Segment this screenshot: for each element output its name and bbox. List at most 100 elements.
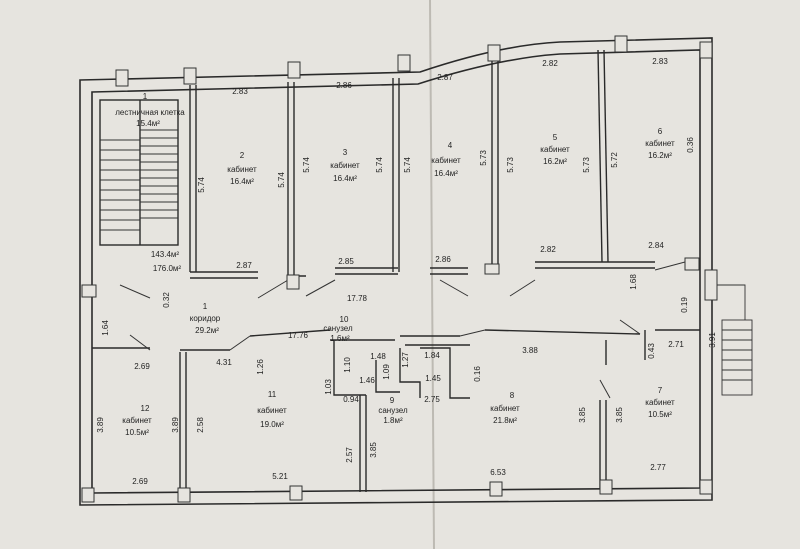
dimension-label: 1.27 xyxy=(401,352,410,368)
total-area: 176.0м² xyxy=(153,264,182,273)
dimension-label: 5.74 xyxy=(302,157,311,173)
dimension-label: 2.83 xyxy=(232,87,248,96)
room-area: 16.2м² xyxy=(543,157,567,166)
dimension-label: 2.86 xyxy=(336,81,352,90)
dimension-label: 3.85 xyxy=(369,442,378,458)
room-number: 5 xyxy=(553,133,558,142)
room-number: 1 xyxy=(143,92,148,101)
dimension-label: 1.09 xyxy=(382,364,391,380)
room-number: 12 xyxy=(141,404,150,413)
room-area: 21.8м² xyxy=(493,416,517,425)
dimension-label: 1.46 xyxy=(359,376,375,385)
room-labels: 1 лестничная клетка 15.4м² 2 кабинет 16.… xyxy=(115,92,675,437)
dimension-label: 2.85 xyxy=(338,257,354,266)
room-number: 9 xyxy=(390,396,395,405)
dimension-label: 3.89 xyxy=(171,417,180,433)
room-area: 15.4м² xyxy=(136,119,160,128)
dimension-label: 5.73 xyxy=(479,150,488,166)
vertical-dimensions: 5.74 5.74 5.74 5.74 5.74 5.73 5.73 5.73 … xyxy=(96,137,717,463)
room-area: 16.4м² xyxy=(333,174,357,183)
room-number: 1 xyxy=(203,302,208,311)
dimension-label: 1.03 xyxy=(324,379,333,395)
dimension-label: 2.86 xyxy=(435,255,451,264)
room-name: кабинет xyxy=(490,404,520,413)
room-number: 6 xyxy=(658,127,663,136)
room-name: кабинет xyxy=(330,161,360,170)
room-area: 16.2м² xyxy=(648,151,672,160)
dimension-label: 3.89 xyxy=(96,417,105,433)
horizontal-dimensions: 2.83 2.86 2.87 2.82 2.83 2.87 2.85 2.86 … xyxy=(132,57,684,486)
dimension-label: 3.91 xyxy=(708,332,717,348)
dimension-label: 17.76 xyxy=(288,331,309,340)
dimension-label: 5.74 xyxy=(197,177,206,193)
room-name: кабинет xyxy=(645,398,675,407)
outer-walls xyxy=(79,37,713,506)
room-area: 10.5м² xyxy=(125,428,149,437)
dimension-label: 4.31 xyxy=(216,358,232,367)
dimension-label: 0.36 xyxy=(686,137,695,153)
dimension-label: 0.32 xyxy=(162,292,171,308)
dimension-label: 1.45 xyxy=(425,374,441,383)
room-number: 7 xyxy=(658,386,663,395)
dimension-label: 5.74 xyxy=(277,172,286,188)
dimension-label: 5.73 xyxy=(506,157,515,173)
dimension-label: 17.78 xyxy=(347,294,368,303)
dimension-label: 2.69 xyxy=(132,477,148,486)
dimension-label: 3.88 xyxy=(522,346,538,355)
interior-walls xyxy=(92,49,700,492)
dimension-label: 2.87 xyxy=(236,261,252,270)
room-number: 8 xyxy=(510,391,515,400)
room-number: 4 xyxy=(448,141,453,150)
room-name: кабинет xyxy=(431,156,461,165)
room-name: лестничная клетка xyxy=(115,108,185,117)
dimension-label: 0.43 xyxy=(647,343,656,359)
room-name: кабинет xyxy=(122,416,152,425)
dimension-label: 5.72 xyxy=(610,152,619,168)
room-area: 10.5м² xyxy=(648,410,672,419)
door-swings xyxy=(119,261,686,399)
total-area: 143.4м² xyxy=(151,250,180,259)
dimension-label: 1.84 xyxy=(424,351,440,360)
dimension-label: 3.85 xyxy=(578,407,587,423)
room-name: кабинет xyxy=(257,406,287,415)
dimension-label: 1.64 xyxy=(101,320,110,336)
dimension-label: 2.57 xyxy=(345,447,354,463)
room-name: санузел xyxy=(323,324,353,333)
dimension-label: 5.74 xyxy=(375,157,384,173)
dimension-label: 1.10 xyxy=(343,357,352,373)
dimension-label: 2.82 xyxy=(542,59,558,68)
dimension-label: 2.83 xyxy=(652,57,668,66)
dimension-label: 0.19 xyxy=(680,297,689,313)
room-name: кабинет xyxy=(227,165,257,174)
room-name: кабинет xyxy=(645,139,675,148)
room-area: 16.4м² xyxy=(230,177,254,186)
room-area: 19.0м² xyxy=(260,420,284,429)
dimension-label: 3.85 xyxy=(615,407,624,423)
dimension-label: 0.94 xyxy=(343,395,359,404)
dimension-label: 2.71 xyxy=(668,340,684,349)
room-name: коридор xyxy=(190,314,221,323)
dimension-label: 0.16 xyxy=(473,366,482,382)
dimension-label: 1.48 xyxy=(370,352,386,361)
room-name: санузел xyxy=(378,406,408,415)
room-name: кабинет xyxy=(540,145,570,154)
room-number: 10 xyxy=(340,315,349,324)
window-markers xyxy=(81,35,718,503)
exterior-steps xyxy=(712,284,753,396)
dimension-label: 2.69 xyxy=(134,362,150,371)
dimension-label: 2.58 xyxy=(196,417,205,433)
room-number: 2 xyxy=(240,151,245,160)
dimension-label: 2.82 xyxy=(540,245,556,254)
room-number: 3 xyxy=(343,148,348,157)
room-area: 1.8м² xyxy=(383,416,403,425)
dimension-label: 2.75 xyxy=(424,395,440,404)
room-area: 16.4м² xyxy=(434,169,458,178)
dimension-label: 2.87 xyxy=(437,73,453,82)
dimension-label: 6.53 xyxy=(490,468,506,477)
room-area: 29.2м² xyxy=(195,326,219,335)
dimension-label: 2.77 xyxy=(650,463,666,472)
room-area: 1.6м² xyxy=(330,334,350,343)
dimension-label: 5.21 xyxy=(272,472,288,481)
dimension-label: 5.74 xyxy=(403,157,412,173)
